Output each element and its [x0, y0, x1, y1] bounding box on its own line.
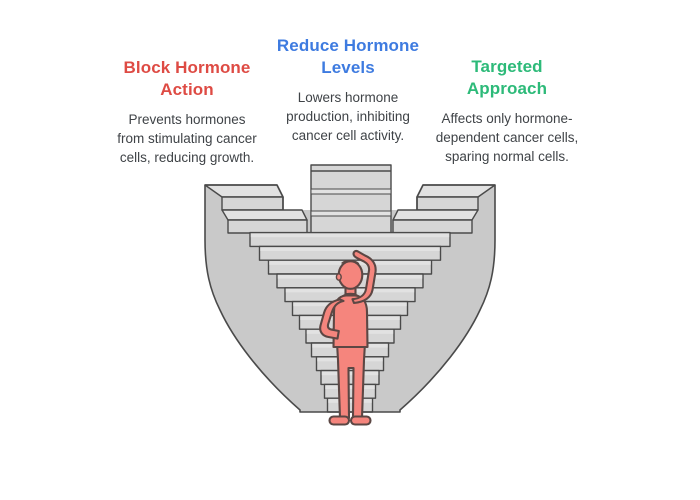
- funnel-outline: [204, 184, 496, 413]
- step-row-tread: [328, 399, 372, 403]
- person-legs: [335, 341, 367, 420]
- person-hip-arm: [319, 298, 345, 340]
- left-wing-steps: [204, 184, 308, 234]
- step-row-tread: [325, 385, 375, 389]
- person-left-foot: [328, 415, 351, 426]
- person-raised-arm: [351, 249, 377, 305]
- column-targeted-approach: Targeted Approach Affects only hormone- …: [427, 56, 587, 166]
- person-right-foot: [349, 415, 372, 426]
- person-hair-lines: [341, 260, 360, 265]
- person-ear: [335, 273, 342, 281]
- column-heading-reduce-hormone-levels: Reduce Hormone Levels: [276, 36, 420, 77]
- person-figure: [319, 249, 377, 426]
- column-block-hormone-action: Block Hormone Action Prevents hormones f…: [107, 57, 267, 167]
- person-head: [337, 260, 364, 290]
- step-row-tread: [321, 371, 379, 376]
- column-heading-targeted-approach: Targeted Approach: [466, 57, 548, 98]
- step-row-tread: [260, 247, 440, 251]
- column-heading-block-hormone-action: Block Hormone Action: [123, 58, 251, 99]
- person-collar: [341, 292, 360, 297]
- column-reduce-hormone-levels: Reduce Hormone Levels Lowers hormone pro…: [268, 35, 428, 145]
- column-body-targeted-approach: Affects only hormone- dependent cancer c…: [435, 110, 579, 164]
- step-row-tread: [250, 233, 450, 238]
- column-body-block-hormone-action: Prevents hormones from stimulating cance…: [117, 111, 257, 165]
- column-body-reduce-hormone-levels: Lowers hormone production, inhibiting ca…: [286, 89, 410, 143]
- tower: [310, 164, 392, 234]
